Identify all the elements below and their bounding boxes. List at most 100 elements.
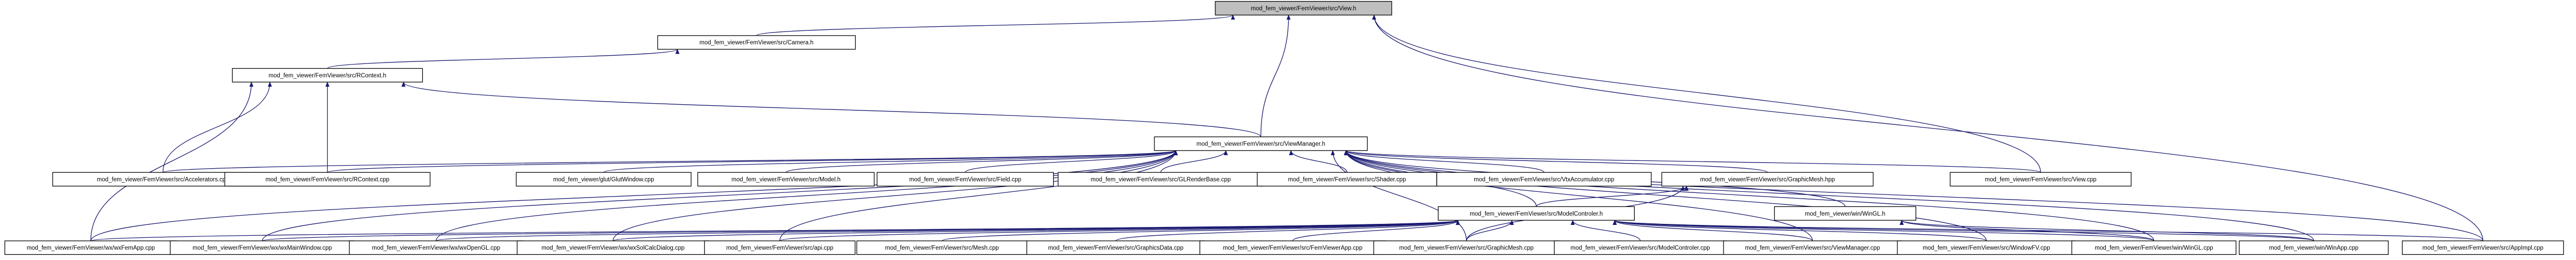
node-label: mod_fem_viewer/FemViewer/src/GraphicMesh… (1399, 245, 1534, 251)
edge-winapp_cpp-to-wingl_h (1899, 220, 2314, 241)
edge-glutwindow_cpp-to-viewmanager_h (603, 150, 1178, 173)
node-wingl-h[interactable]: mod_fem_viewer/win/WinGL.h (1774, 206, 1917, 221)
node-glutwindow-cpp[interactable]: mod_fem_viewer/glut/GlutWindow.cpp (516, 172, 691, 187)
edge-windowfv_cpp-to-modelcontrol_h (1613, 220, 1987, 241)
edge-wingl_cpp-to-viewmanager_h (1344, 150, 2154, 241)
node-view-h[interactable]: mod_fem_viewer/FemViewer/src/View.h (1215, 1, 1392, 15)
node-windowfv-cpp[interactable]: mod_fem_viewer/FemViewer/src/WindowFV.cp… (1897, 240, 2076, 255)
node-viewmanager-h[interactable]: mod_fem_viewer/FemViewer/src/ViewManager… (1154, 136, 1368, 151)
edge-wxopengl_cpp-to-viewmanager_h (436, 150, 1178, 241)
node-box[interactable] (876, 172, 1054, 187)
edge-field_cpp-to-viewmanager_h (964, 150, 1178, 173)
node-label: mod_fem_viewer/FemViewer/src/View.cpp (1985, 177, 2096, 183)
node-view-cpp[interactable]: mod_fem_viewer/FemViewer/src/View.cpp (1950, 172, 2132, 187)
edge-wingl_cpp-to-modelcontrol_h (1613, 220, 2154, 241)
node-wxfemapp-cpp[interactable]: mod_fem_viewer/FemViewer/wx/wxFemApp.cpp (4, 240, 178, 255)
edge-wxfemapp_cpp-to-viewmanager_h (90, 150, 1178, 241)
node-mesh-cpp[interactable]: mod_fem_viewer/FemViewer/src/Mesh.cpp (856, 240, 1028, 255)
node-viewmanager-cpp[interactable]: mod_fem_viewer/FemViewer/src/ViewManager… (1723, 240, 1902, 255)
node-wxopengl-cpp[interactable]: mod_fem_viewer/FemViewer/wx/wxOpenGL.cpp (349, 240, 523, 255)
node-box[interactable] (1373, 240, 1560, 255)
node-rcontext-h[interactable]: mod_fem_viewer/FemViewer/src/RContext.h (232, 68, 423, 83)
node-box[interactable] (1154, 136, 1368, 151)
node-label: mod_fem_viewer/FemViewer/win/WinGL.cpp (2095, 245, 2213, 251)
node-label: mod_fem_viewer/FemViewer/src/View.h (1251, 6, 1356, 12)
node-label: mod_fem_viewer/FemViewer/src/GraphicMesh… (1700, 177, 1835, 183)
node-label: mod_fem_viewer/win/WinGL.h (1805, 211, 1886, 217)
edge-femviewerapp_cpp-to-modelcontrol_h (1292, 220, 1460, 241)
node-modelcontrol-h[interactable]: mod_fem_viewer/FemViewer/src/ModelContro… (1438, 206, 1635, 221)
node-label: mod_fem_viewer/FemViewer/src/api.cpp (726, 245, 833, 251)
edge-camera_h-to-view_h (756, 14, 1235, 36)
edge-graphicmesh_hpp-to-viewmanager_h (1344, 150, 1768, 173)
node-vtxaccumulator-cpp[interactable]: mod_fem_viewer/FemViewer/src/VtxAccumula… (1436, 172, 1652, 187)
edge-windowfv_cpp-to-viewmanager_h (1344, 150, 1987, 241)
node-box[interactable] (856, 240, 1028, 255)
node-box[interactable] (704, 240, 856, 255)
edge-viewmanager_h-to-rcontext_h (401, 82, 1262, 137)
node-box[interactable] (517, 240, 710, 255)
node-box[interactable] (1257, 172, 1437, 187)
edge-rcontext_h-to-camera_h (327, 48, 680, 69)
node-appimpl-cpp[interactable]: mod_fem_viewer/FemViewer/src/AppImpl.cpp (2402, 240, 2564, 255)
node-modelcontrol-cpp[interactable]: mod_fem_viewer/FemViewer/src/ModelContro… (1554, 240, 1727, 255)
node-wxmainwindow-cpp[interactable]: mod_fem_viewer/FemViewer/wx/wxMainWindow… (170, 240, 355, 255)
node-label: mod_fem_viewer/FemViewer/wx/wxMainWindow… (192, 245, 332, 251)
edge-wingl_cpp-to-wingl_h (1899, 220, 2154, 241)
node-box[interactable] (1438, 206, 1635, 221)
node-field-cpp[interactable]: mod_fem_viewer/FemViewer/src/Field.cpp (876, 172, 1054, 187)
edge-vtxaccumulator_cpp-to-viewmanager_h (1344, 150, 1544, 173)
node-box[interactable] (657, 35, 856, 50)
node-graphicmesh-hpp[interactable]: mod_fem_viewer/FemViewer/src/GraphicMesh… (1661, 172, 1874, 187)
node-box[interactable] (1199, 240, 1386, 255)
edge-wxopengl_cpp-to-modelcontrol_h (436, 220, 1460, 241)
node-femviewerapp-cpp[interactable]: mod_fem_viewer/FemViewer/src/FemViewerAp… (1199, 240, 1386, 255)
node-label: mod_fem_viewer/FemViewer/src/ModelContro… (1571, 245, 1710, 251)
node-label: mod_fem_viewer/FemViewer/wx/wxSolCalcDia… (541, 245, 684, 251)
node-wingl-cpp[interactable]: mod_fem_viewer/FemViewer/win/WinGL.cpp (2071, 240, 2236, 255)
node-glrenderbase-cpp[interactable]: mod_fem_viewer/FemViewer/src/GLRenderBas… (1057, 172, 1264, 187)
node-box[interactable] (2071, 240, 2236, 255)
node-box[interactable] (1950, 172, 2132, 187)
node-box[interactable] (1057, 172, 1264, 187)
node-label: mod_fem_viewer/FemViewer/src/Camera.h (700, 40, 814, 46)
node-label: mod_fem_viewer/glut/GlutWindow.cpp (553, 177, 654, 183)
node-rcontext-cpp[interactable]: mod_fem_viewer/FemViewer/src/RContext.cp… (224, 172, 431, 187)
node-label: mod_fem_viewer/FemViewer/src/GLRenderBas… (1091, 177, 1231, 183)
node-wxsolcalcdialog-cpp[interactable]: mod_fem_viewer/FemViewer/wx/wxSolCalcDia… (517, 240, 710, 255)
node-winapp-cpp[interactable]: mod_fem_viewer/win/WinApp.cpp (2239, 240, 2389, 255)
node-shader-cpp[interactable]: mod_fem_viewer/FemViewer/src/Shader.cpp (1257, 172, 1437, 187)
node-box[interactable] (349, 240, 523, 255)
edge-appimpl_cpp-to-view_h (1372, 14, 2484, 241)
node-box[interactable] (224, 172, 431, 187)
node-camera-h[interactable]: mod_fem_viewer/FemViewer/src/Camera.h (657, 35, 856, 50)
dependency-edges (90, 14, 2484, 241)
node-graphicsdata-cpp[interactable]: mod_fem_viewer/FemViewer/src/GraphicsDat… (1026, 240, 1205, 255)
node-box[interactable] (1436, 172, 1652, 187)
node-label: mod_fem_viewer/FemViewer/src/VtxAccumula… (1474, 177, 1614, 183)
node-box[interactable] (1215, 1, 1392, 15)
node-box[interactable] (2402, 240, 2564, 255)
node-label: mod_fem_viewer/FemViewer/src/RContext.h (269, 73, 387, 79)
node-graphicmesh-cpp[interactable]: mod_fem_viewer/FemViewer/src/GraphicMesh… (1373, 240, 1560, 255)
edge-graphicsdata_cpp-to-modelcontrol_h (1115, 220, 1460, 241)
node-model-h[interactable]: mod_fem_viewer/FemViewer/src/Model.h (697, 172, 875, 187)
node-label: mod_fem_viewer/FemViewer/wx/wxFemApp.cpp (27, 245, 155, 251)
node-box[interactable] (1661, 172, 1874, 187)
node-box[interactable] (232, 68, 423, 83)
edge-wxsolcalcdialog_cpp-to-modelcontrol_h (613, 220, 1460, 241)
graph-nodes: mod_fem_viewer/FemViewer/src/View.h mod_f… (4, 1, 2564, 255)
node-box[interactable] (1026, 240, 1205, 255)
node-box[interactable] (1774, 206, 1917, 221)
node-api-cpp[interactable]: mod_fem_viewer/FemViewer/src/api.cpp (704, 240, 856, 255)
node-label: mod_fem_viewer/FemViewer/src/RContext.cp… (265, 177, 389, 183)
node-box[interactable] (2239, 240, 2389, 255)
node-box[interactable] (697, 172, 875, 187)
node-box[interactable] (516, 172, 691, 187)
edge-wxfemapp_cpp-to-rcontext_h (90, 82, 254, 241)
node-box[interactable] (1897, 240, 2076, 255)
node-label: mod_fem_viewer/FemViewer/wx/wxOpenGL.cpp (372, 245, 500, 251)
edge-viewmanager_cpp-to-modelcontrol_h (1613, 220, 1813, 241)
edge-accelerators_cpp-to-viewmanager_h (163, 150, 1178, 173)
